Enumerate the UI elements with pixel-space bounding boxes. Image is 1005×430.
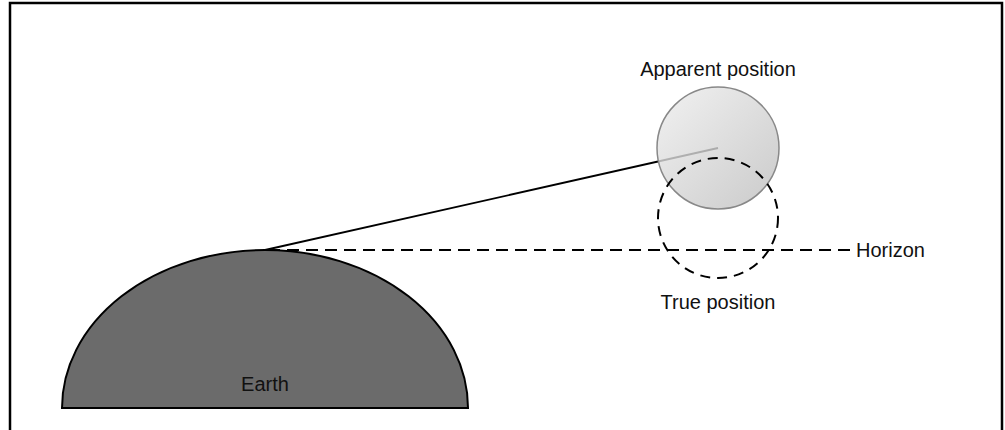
line-of-sight bbox=[265, 148, 718, 250]
shape-outline bbox=[656, 156, 780, 280]
position-label: True position bbox=[661, 290, 776, 314]
frame bbox=[10, 3, 1002, 430]
true-position-circle: True position bbox=[618, 156, 818, 322]
position-label: Earth bbox=[241, 372, 289, 396]
apparent-circle bbox=[657, 87, 779, 209]
true-circle bbox=[658, 158, 778, 278]
horizon-label: Horizon bbox=[856, 238, 925, 262]
apparent-position-circle: Apparent position bbox=[618, 55, 818, 213]
earth-shape: Earth bbox=[62, 250, 468, 408]
shape-outline bbox=[656, 86, 780, 210]
earth-outline bbox=[62, 250, 468, 408]
horizon-line bbox=[268, 249, 850, 251]
position-label: Apparent position bbox=[640, 57, 796, 81]
